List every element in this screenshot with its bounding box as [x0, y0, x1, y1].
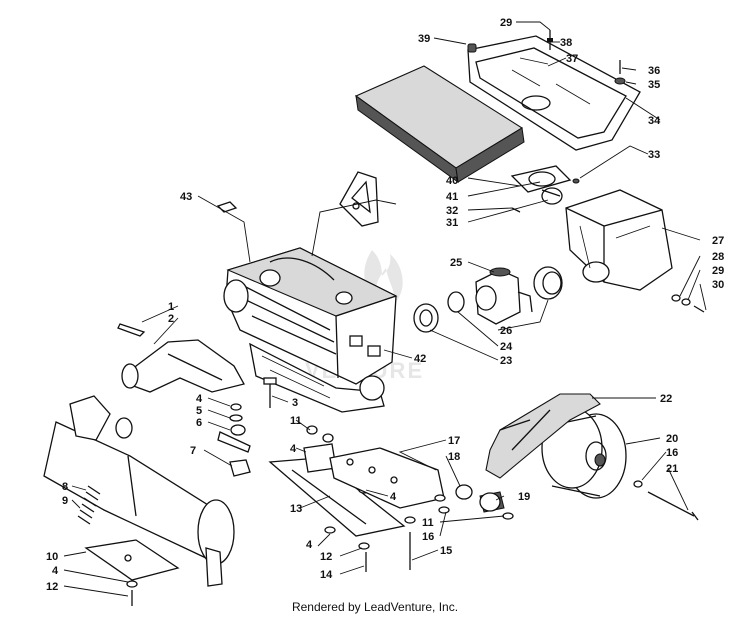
callout-9: 9	[62, 495, 68, 507]
screw-38	[547, 30, 553, 50]
callout-37: 37	[566, 53, 578, 65]
grommet-39	[467, 43, 477, 53]
callout-18: 18	[448, 451, 460, 463]
leader-lines	[63, 21, 707, 597]
spring-9	[77, 485, 101, 525]
callout-39: 39	[418, 33, 430, 45]
gasket-23	[413, 303, 439, 333]
callout-27: 27	[712, 235, 724, 247]
spacer-18	[455, 484, 473, 500]
manifold-plate	[339, 171, 379, 227]
muffler	[43, 395, 235, 587]
callout-20: 20	[666, 433, 678, 445]
nut-11	[502, 512, 514, 520]
callout-3: 3	[292, 397, 298, 409]
callout-4d: 4	[306, 539, 313, 551]
washer-16	[633, 480, 643, 488]
callout-22: 22	[660, 393, 672, 405]
callout-40: 40	[446, 175, 458, 187]
callout-24: 24	[500, 341, 513, 353]
callout-30: 30	[712, 279, 724, 291]
callout-36: 36	[648, 65, 660, 77]
callout-25: 25	[450, 257, 462, 269]
callout-15: 15	[440, 545, 452, 557]
callout-4b: 4	[290, 443, 297, 455]
bolt-21	[647, 491, 699, 521]
callout-16b: 16	[422, 531, 434, 543]
callout-10: 10	[46, 551, 58, 563]
air-intake-adapter	[510, 165, 572, 213]
callout-43: 43	[180, 191, 192, 203]
drive-clutch	[541, 407, 627, 499]
callout-2: 2	[168, 313, 174, 325]
callout-35: 35	[648, 79, 660, 91]
washer-35	[614, 77, 626, 85]
intake-silencer	[565, 189, 673, 291]
callout-29b: 29	[712, 265, 724, 277]
callout-5: 5	[196, 405, 202, 417]
mounting-plate	[329, 447, 450, 514]
callout-38: 38	[560, 37, 572, 49]
callout-41: 41	[446, 191, 458, 203]
filter-pad	[354, 65, 525, 184]
clamp-24	[447, 291, 465, 313]
decal-43	[216, 201, 238, 213]
callout-42: 42	[414, 353, 426, 365]
callout-21: 21	[666, 463, 678, 475]
callout-12a: 12	[320, 551, 332, 563]
callout-4a: 4	[196, 393, 203, 405]
callout-29a: 29	[500, 17, 512, 29]
engine-plate	[268, 457, 406, 537]
callouts: 39 29 38 37 36 35 34 33 40 41 32 31 27 2…	[46, 17, 724, 593]
callout-28: 28	[712, 251, 724, 263]
air-silencer-base	[467, 35, 641, 151]
rubber-mount-19	[479, 491, 505, 513]
carburetor-sleeve	[533, 266, 563, 300]
callout-33: 33	[648, 149, 660, 161]
callout-14: 14	[320, 569, 333, 581]
callout-11a: 11	[290, 415, 302, 427]
callout-11b: 11	[422, 517, 434, 529]
callout-12b: 12	[46, 581, 58, 593]
callout-16a: 16	[666, 447, 678, 459]
callout-23: 23	[500, 355, 512, 367]
callout-4c: 4	[390, 491, 397, 503]
callout-32: 32	[446, 205, 458, 217]
callout-34: 34	[648, 115, 661, 127]
muffler-bracket-10	[84, 539, 180, 581]
callout-4e: 4	[52, 565, 59, 577]
callout-6: 6	[196, 417, 202, 429]
callout-17: 17	[448, 435, 460, 447]
callout-13: 13	[290, 503, 302, 515]
drive-belt	[485, 393, 601, 479]
callout-19: 19	[518, 491, 530, 503]
washer-33	[572, 178, 580, 184]
callout-7: 7	[190, 445, 196, 457]
engine-block	[223, 247, 398, 413]
mount-hardware-left	[217, 377, 277, 477]
callout-1: 1	[168, 301, 174, 313]
callout-8: 8	[62, 481, 68, 493]
hardware-bottom-left	[126, 580, 138, 606]
exhaust-manifold	[117, 323, 245, 393]
carburetor	[475, 267, 533, 325]
callout-31: 31	[446, 217, 458, 229]
hardware-28-30	[671, 294, 705, 313]
footer-credit: Rendered by LeadVenture, Inc.	[291, 600, 459, 614]
callout-26: 26	[500, 325, 512, 337]
